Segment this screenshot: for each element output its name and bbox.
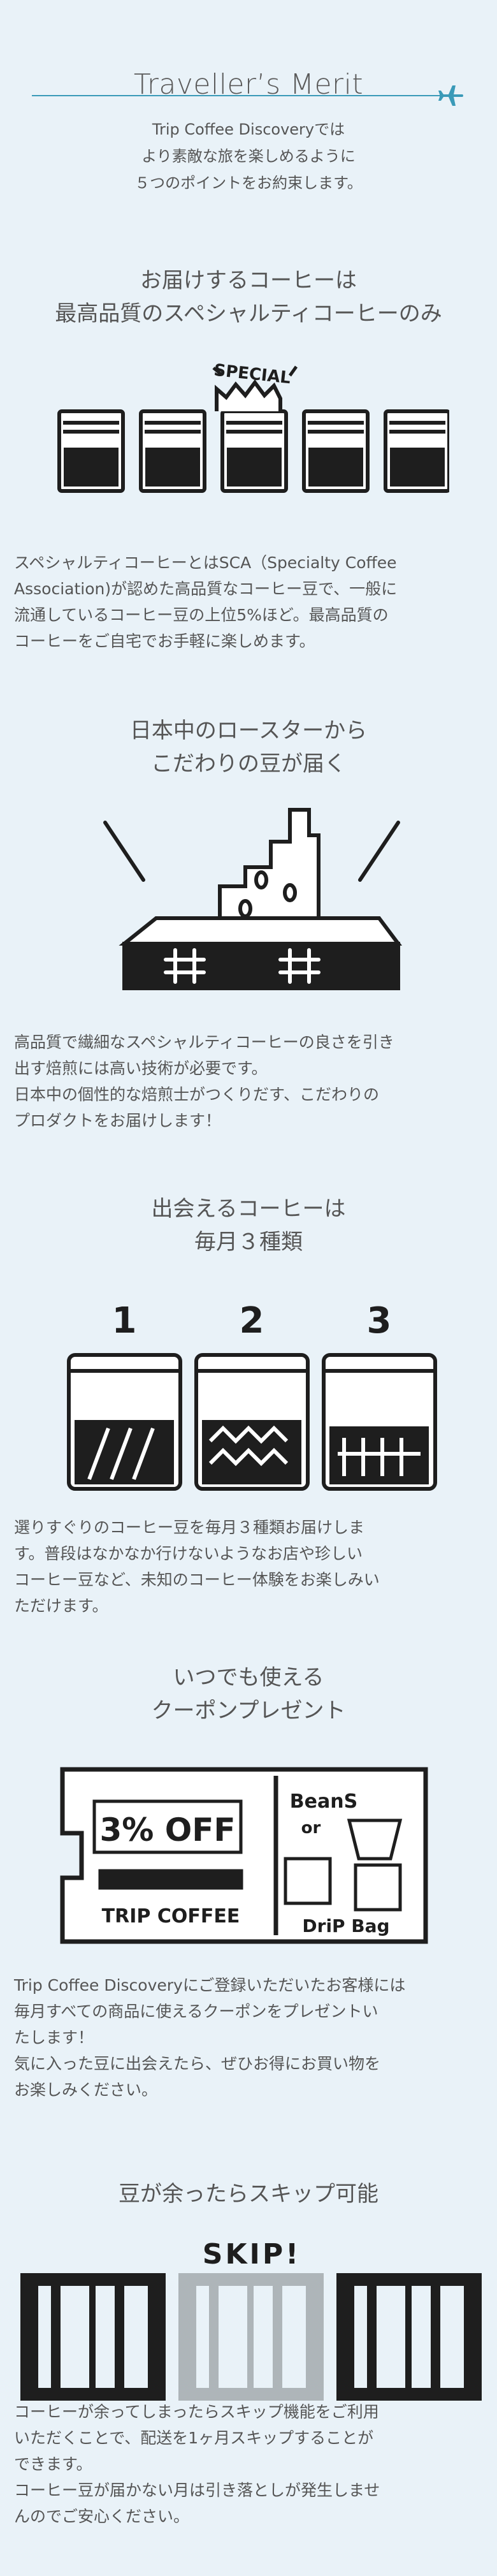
body-line: んのでご安心ください。 [14,2507,190,2526]
body-line: たします！ [14,2028,94,2047]
coupon-illustration: 3% OFF TRIP COFFEE BeanS or DriP Bag [60,1767,428,1944]
discount-label: 3% OFF [99,1811,235,1848]
body-line: できます。 [14,2455,92,2473]
drip-bag-icon [284,1819,403,1912]
intro-line: より素敵な旅を楽しめるように [141,147,356,165]
body-line: ただけます。 [14,1597,108,1615]
drip-bag-label: DriP Bag [302,1915,389,1936]
body-line: 日本中の個性的な焙煎士がつくりだす、こだわりの [14,1085,380,1104]
point-1-body: スペシャルティコーヒーとはSCA（Specialty Coffee Associ… [14,550,486,654]
body-line: Trip Coffee Discoveryにご登録いただいたお客様には [14,1976,406,1994]
beans-label: BeanS [290,1790,357,1813]
skip-delivery-illustration: SKIP! [20,2238,482,2401]
coffee-jar-icon [322,1353,437,1491]
body-line: Association)が認めた高品質なコーヒー豆で、一般に [14,580,398,598]
body-line: 出す焙煎には高い技術が必要です。 [14,1059,268,1078]
point-4-heading: いつでも使える クーポンプレゼント [0,1661,497,1727]
coffee-jar-icon [67,1353,182,1491]
coffee-bag-icon [139,409,206,493]
title-divider-line [32,95,440,96]
body-line: す。普段はなかなか行けないようなお店や珍しい [14,1544,363,1563]
number-label: 2 [240,1300,264,1342]
point-3-body: 選りすぐりのコーヒー豆を毎月３種類お届けしま す。普段はなかなか行けないようなお… [14,1514,486,1619]
skipped-box-icon [178,2273,324,2401]
heading-line: 出会えるコーヒーは [151,1196,346,1222]
brand-label: TRIP COFFEE [102,1905,240,1928]
skip-label: SKIP! [203,2238,301,2271]
coffee-bag-icon [220,409,288,493]
body-line: 毎月すべての商品に使えるクーポンをプレゼントい [14,2002,378,2021]
body-line: 選りすぐりのコーヒー豆を毎月３種類お届けしま [14,1518,365,1537]
heading-line: 日本中のロースターから [129,718,368,743]
delivery-box-icon [336,2273,482,2401]
number-label: 1 [112,1300,137,1342]
body-line: 流通しているコーヒー豆の上位5%ほど。最高品質の [14,606,389,624]
intro-text: Trip Coffee Discoveryでは より素敵な旅を楽しめるように ５… [0,116,497,196]
heading-line: 豆が余ったらスキップ可能 [119,2181,378,2207]
coffee-bag-icon [302,409,370,493]
point-3-heading: 出会えるコーヒーは 毎月３種類 [0,1192,497,1259]
heading-line: お届けするコーヒーは [140,268,357,293]
point-1-heading: お届けするコーヒーは 最高品質のスペシャルティコーヒーのみ [0,264,497,330]
heading-line: いつでも使える [173,1665,324,1690]
body-line: コーヒーが余ってしまったらスキップ機能をご利用 [14,2403,379,2421]
body-line: お楽しみください。 [14,2081,158,2099]
number-label: 3 [367,1300,392,1342]
crown-icon [215,379,282,411]
japan-map-icon [218,808,321,920]
special-label: SPECIAL [213,361,291,388]
specialty-coffee-bags-illustration: SPECIAL [57,361,449,493]
body-line: コーヒーをご自宅でお手軽に楽しめます。 [14,632,315,650]
body-line: コーヒー豆など、未知のコーヒー体験をお楽しみい [14,1570,380,1589]
body-line: 高品質で繊細なスペシャルティコーヒーの良さを引き [14,1033,394,1051]
point-2-body: 高品質で繊細なスペシャルティコーヒーの良さを引き 出す焙煎には高い技術が必要です… [14,1029,486,1134]
heading-line: 毎月３種類 [194,1229,303,1255]
body-line: コーヒー豆が届かない月は引き落としが発生しませ [14,2481,380,2499]
intro-line: Trip Coffee Discoveryでは [152,121,345,138]
point-2-heading: 日本中のロースターから こだわりの豆が届く [0,714,497,780]
body-line: いただくことで、配送を1ヶ月スキップすることが [14,2429,374,2447]
coffee-bag-icon [384,409,449,493]
body-line: プロダクトをお届けします！ [14,1111,222,1130]
delivery-box-icon [20,2273,166,2401]
japan-roaster-illustration [103,808,402,990]
coffee-bag-icon [57,409,125,493]
point-4-body: Trip Coffee Discoveryにご登録いただいたお客様には 毎月すべ… [14,1972,486,2103]
intro-line: ５つのポイントをお約束します。 [134,174,363,192]
three-coffees-illustration: 1 2 3 [67,1300,437,1491]
heading-line: こだわりの豆が届く [151,751,346,777]
heading-line: 最高品質のスペシャルティコーヒーのみ [55,301,442,326]
point-5-body: コーヒーが余ってしまったらスキップ機能をご利用 いただくことで、配送を1ヶ月スキ… [14,2399,486,2529]
body-line: スペシャルティコーヒーとはSCA（Specialty Coffee [14,553,397,572]
coffee-jar-icon [194,1353,310,1491]
body-line: 気に入った豆に出会えたら、ぜひお得にお買い物を [14,2054,381,2073]
heading-line: クーポンプレゼント [151,1698,346,1723]
airplane-icon [438,85,463,106]
or-label: or [301,1819,321,1838]
point-5-heading: 豆が余ったらスキップ可能 [0,2177,497,2211]
